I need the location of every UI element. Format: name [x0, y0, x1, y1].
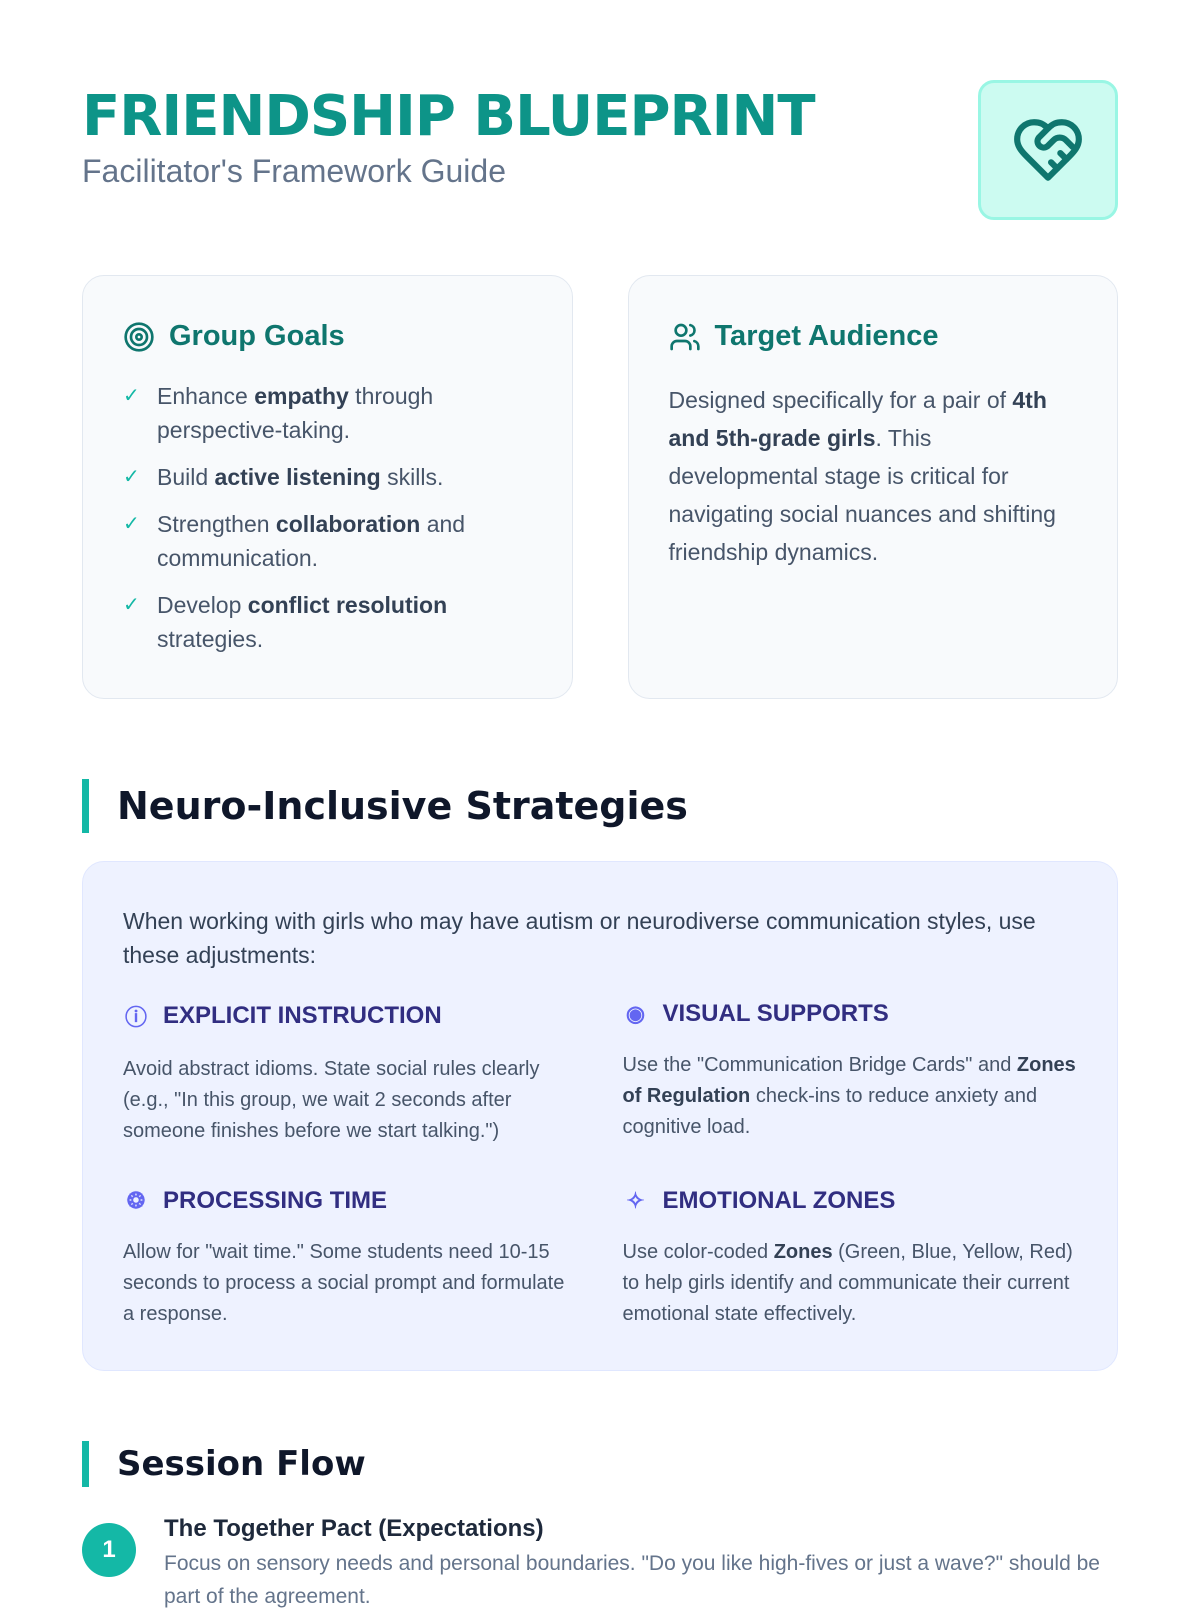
logo-box	[978, 80, 1118, 220]
list-item: ✓ Develop conflict resolution strategies.	[123, 588, 532, 656]
page-subtitle: Facilitator's Framework Guide	[82, 153, 506, 189]
list-item: ✓ Enhance empathy through perspective-tak…	[123, 379, 532, 447]
strategies-intro: When working with girls who may have aut…	[123, 908, 1036, 968]
strategy-desc: Use color-coded Zones (Green, Blue, Yell…	[623, 1237, 1078, 1330]
goal-text: Develop	[157, 592, 248, 618]
section-heading-session-flow: Session Flow	[82, 1441, 1118, 1487]
goal-text: Strengthen	[157, 511, 276, 537]
group-goals-title: Group Goals	[169, 320, 345, 352]
strategy-item: ◉ VISUAL SUPPORTS Use the "Communication B…	[623, 1000, 1078, 1147]
goal-bold: conflict resolution	[247, 592, 448, 618]
goal-bold: empathy	[254, 383, 349, 409]
check-icon: ✓	[123, 385, 140, 407]
list-item: ✓ Build active listening skills.	[123, 460, 532, 494]
goal-text: skills.	[380, 464, 444, 490]
strategy-item: ✧ EMOTIONAL ZONES Use color-coded Zones (G…	[623, 1187, 1078, 1330]
section-heading-strategies: Neuro-Inclusive Strategies	[82, 779, 1118, 833]
goal-text: through perspective-taking.	[157, 383, 434, 443]
check-icon: ✓	[123, 513, 140, 535]
header: FRIENDSHIP BLUEPRINT Facilitator's Frame…	[82, 80, 1118, 220]
strategies-panel: When working with girls who may have aut…	[82, 861, 1118, 1371]
strategy-title: EXPLICIT INSTRUCTION	[163, 1002, 442, 1029]
strategy-item: ❂ PROCESSING TIME Allow for "wait time." S…	[123, 1187, 578, 1330]
check-icon: ✓	[123, 466, 140, 488]
step-description: Focus on sensory needs and personal boun…	[164, 1552, 1100, 1608]
audience-text: Designed specifically for a pair of	[668, 387, 1013, 413]
goals-list: ✓ Enhance empathy through perspective-tak…	[123, 379, 532, 656]
strategies-grid: ⓘ EXPLICIT INSTRUCTION Avoid abstract idio…	[123, 1000, 1077, 1330]
strategy-text: check-ins to reduce anxiety and cognitiv…	[622, 1085, 1038, 1138]
strategy-text: (Green, Blue, Yellow, Red) to help girls…	[622, 1241, 1073, 1325]
strategy-text: Allow for "wait time." Some students nee…	[123, 1241, 565, 1325]
strategy-title: VISUAL SUPPORTS	[662, 1000, 889, 1027]
step-title: The Together Pact (Expectations)	[164, 1515, 544, 1542]
strategy-title: PROCESSING TIME	[163, 1187, 388, 1214]
strategy-text: Use color-coded	[622, 1241, 774, 1263]
goal-text: Enhance	[157, 383, 255, 409]
audience-description: Designed specifically for a pair of 4th …	[669, 381, 1078, 571]
users-icon	[669, 323, 700, 350]
goal-bold: collaboration	[275, 511, 421, 537]
strategy-desc: Use the "Communication Bridge Cards" and…	[623, 1050, 1078, 1143]
goal-text: and communication.	[157, 511, 466, 571]
goal-bold: active listening	[214, 464, 381, 490]
audience-bold: 4th and 5th-grade girls	[668, 387, 1047, 451]
goal-text: strategies.	[157, 626, 264, 652]
group-goals-card: Group Goals ✓ Enhance empathy through per…	[82, 275, 573, 699]
eye-icon: ◉	[625, 1001, 646, 1026]
sparkles-icon: ✧	[626, 1188, 645, 1213]
strategy-desc: Avoid abstract idioms. State social rule…	[123, 1054, 578, 1147]
strategy-text: Avoid abstract idioms. State social rule…	[123, 1058, 540, 1142]
strategy-title: EMOTIONAL ZONES	[662, 1187, 896, 1214]
check-icon: ✓	[123, 594, 140, 616]
goal-text: Build	[157, 464, 215, 490]
info-icon: ⓘ	[124, 1005, 147, 1030]
target-audience-card: Target Audience Designed specifically fo…	[627, 275, 1118, 699]
session-step: 1 The Together Pact (Expectations) Focus…	[82, 1515, 1118, 1613]
target-audience-title: Target Audience	[714, 320, 939, 352]
strategy-bold: Zones	[773, 1241, 833, 1263]
brain-icon: ❂	[126, 1188, 146, 1213]
heart-handshake-icon	[1014, 119, 1082, 181]
list-item: ✓ Strengthen collaboration and communicat…	[123, 507, 532, 575]
strategy-text: Use the "Communication Bridge Cards" and	[622, 1054, 1017, 1076]
step-number-badge: 1	[82, 1523, 136, 1577]
strategy-item: ⓘ EXPLICIT INSTRUCTION Avoid abstract idio…	[123, 1000, 578, 1147]
strategy-desc: Allow for "wait time." Some students nee…	[123, 1237, 578, 1330]
overview-cards: Group Goals ✓ Enhance empathy through per…	[82, 275, 1118, 699]
target-icon	[124, 321, 154, 352]
strategy-bold: Zones of Regulation	[622, 1054, 1076, 1107]
audience-text: . This developmental stage is critical f…	[668, 425, 1056, 565]
page-title: FRIENDSHIP BLUEPRINT	[82, 84, 816, 149]
